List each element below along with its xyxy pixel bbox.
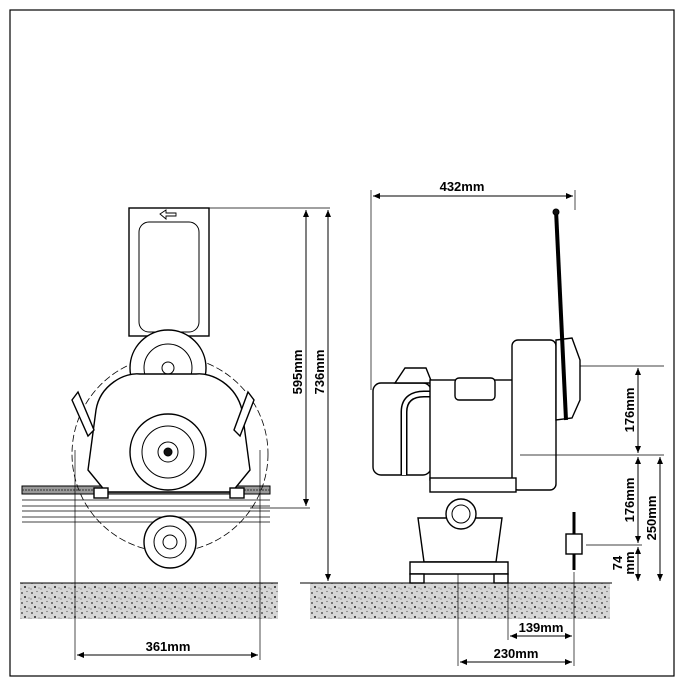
front-view-machine bbox=[21, 207, 271, 569]
dim-side-176-upper: 176mm bbox=[622, 388, 637, 433]
side-view-machine bbox=[372, 208, 583, 584]
dim-side-230: 230mm bbox=[494, 646, 539, 661]
dim-side-432: 432mm bbox=[440, 179, 485, 194]
drawing-frame bbox=[9, 9, 675, 677]
dim-front-595: 595mm bbox=[290, 350, 305, 395]
dim-side-74-value: 74 bbox=[610, 555, 625, 570]
dim-front-361: 361mm bbox=[146, 639, 191, 654]
dim-side-139: 139mm bbox=[519, 620, 564, 635]
dim-front-736: 736mm bbox=[312, 350, 327, 395]
side-dimensions: 432mm 176mm 176mm 250mm 74 mm 139mm 230m… bbox=[370, 179, 664, 666]
front-dimensions: 595mm 736mm 361mm bbox=[74, 207, 331, 660]
dim-side-176-lower: 176mm bbox=[622, 478, 637, 523]
ground-right bbox=[300, 582, 612, 619]
dim-side-250: 250mm bbox=[644, 496, 659, 541]
ground-left bbox=[20, 582, 278, 619]
dim-side-74-unit: mm bbox=[622, 551, 637, 574]
arrow-left-icon bbox=[159, 209, 177, 220]
